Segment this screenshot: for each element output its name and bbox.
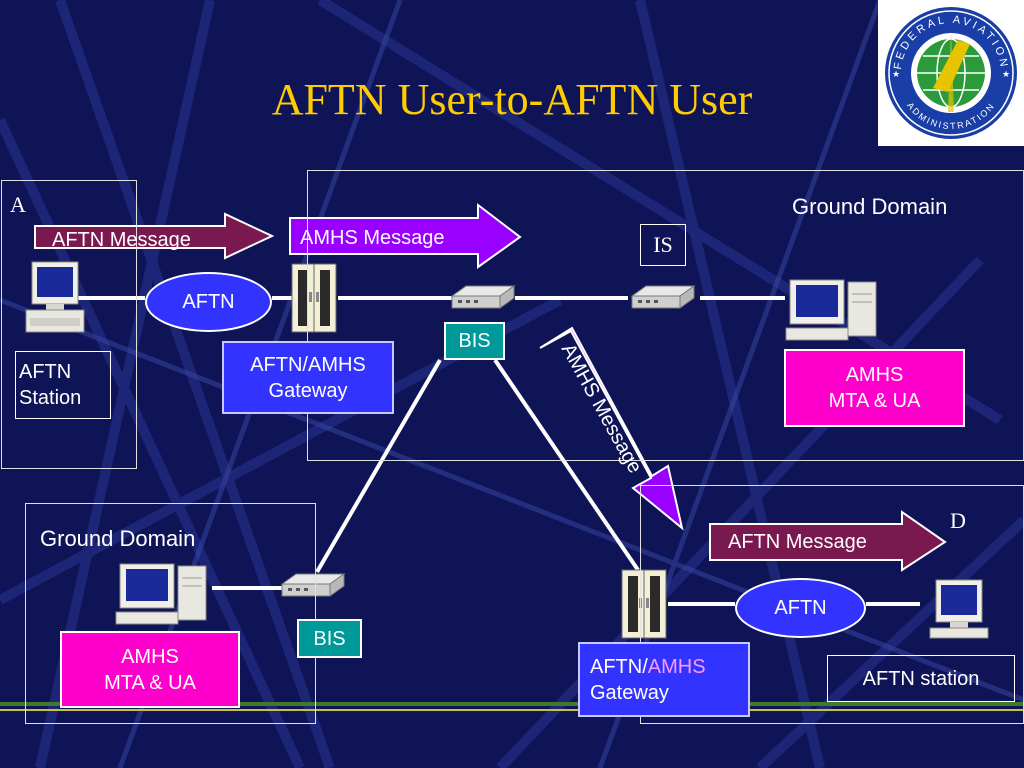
amhs-message-arrow-diagonal (539, 326, 684, 531)
amhs-mta-bottom-line1: AMHS (121, 645, 179, 668)
svg-text:★: ★ (1002, 69, 1010, 79)
aftn-oval-top: AFTN (145, 272, 272, 332)
bis-router-bottom-icon (280, 573, 346, 597)
network-links (78, 296, 920, 606)
bis-top-label: BIS (458, 330, 491, 352)
domain-a-letter: A (10, 192, 26, 217)
bis-bottom-box: BIS (297, 619, 362, 658)
gateway-top-line1: AFTN/AMHS (250, 353, 366, 376)
aftn-station-computer-icon (25, 261, 85, 333)
gateway-bottom-line1: AFTN/AMHS (590, 654, 748, 680)
gateway-bottom-box: AFTN/AMHS Gateway (578, 642, 750, 717)
aftn-message-arrow-top (34, 212, 275, 260)
amhs-mta-bottom-line2: MTA & UA (104, 671, 196, 694)
aftn-message-arrow-bottom (709, 510, 947, 572)
aftn-station-top-box: AFTN Station (15, 351, 111, 419)
amhs-message-label-top: AMHS Message (300, 227, 445, 249)
gateway-server-top-icon (291, 263, 337, 333)
ground-domain-bottom-label: Ground Domain (40, 526, 196, 551)
bis-top-box: BIS (444, 322, 505, 360)
ground-domain-top-label: Ground Domain (792, 194, 948, 219)
aftn-oval-bottom: AFTN (735, 578, 866, 638)
aftn-station-bottom-label: AFTN station (862, 667, 980, 690)
aftn-message-label-bottom: AFTN Message (728, 531, 867, 553)
domain-d-letter: D (950, 508, 966, 533)
svg-text:★: ★ (892, 69, 900, 79)
amhs-mta-top-box: AMHS MTA & UA (784, 349, 965, 427)
aftn-station-bottom-box: AFTN station (827, 655, 1015, 702)
gateway-bottom-line2: Gateway (590, 681, 669, 704)
is-box: IS (640, 224, 686, 266)
aftn-station-top-line1: AFTN (19, 361, 72, 383)
aftn-station-top-line2: Station (19, 387, 82, 409)
gateway-top-box: AFTN/AMHS Gateway (222, 341, 394, 414)
amhs-mta-bottom-box: AMHS MTA & UA (60, 631, 240, 708)
aftn-message-label-top: AFTN Message (52, 229, 191, 251)
gateway-bottom-part1: AFTN/ (590, 655, 648, 678)
amhs-workstation-bottom-icon (115, 563, 207, 625)
gateway-bottom-part2: AMHS (647, 655, 706, 678)
amhs-mta-top-line2: MTA & UA (828, 390, 921, 412)
slide-title: AFTN User-to-AFTN User (271, 75, 753, 124)
bis-bottom-label: BIS (313, 627, 346, 650)
aftn-station-bottom-computer-icon (929, 579, 989, 639)
is-router-icon (630, 285, 696, 309)
gateway-top-line2: Gateway (268, 379, 348, 402)
amhs-mta-top-line1: AMHS (845, 364, 904, 386)
amhs-workstation-top-icon (785, 279, 877, 341)
is-label: IS (653, 232, 673, 257)
ground-domain-bottom-box (25, 503, 316, 724)
domain-a-box (1, 180, 137, 469)
amhs-message-arrow-top (289, 202, 522, 269)
bis-router-top-icon (450, 285, 516, 309)
faa-logo: FEDERAL AVIATION ADMINISTRATION ★ ★ (878, 0, 1024, 146)
